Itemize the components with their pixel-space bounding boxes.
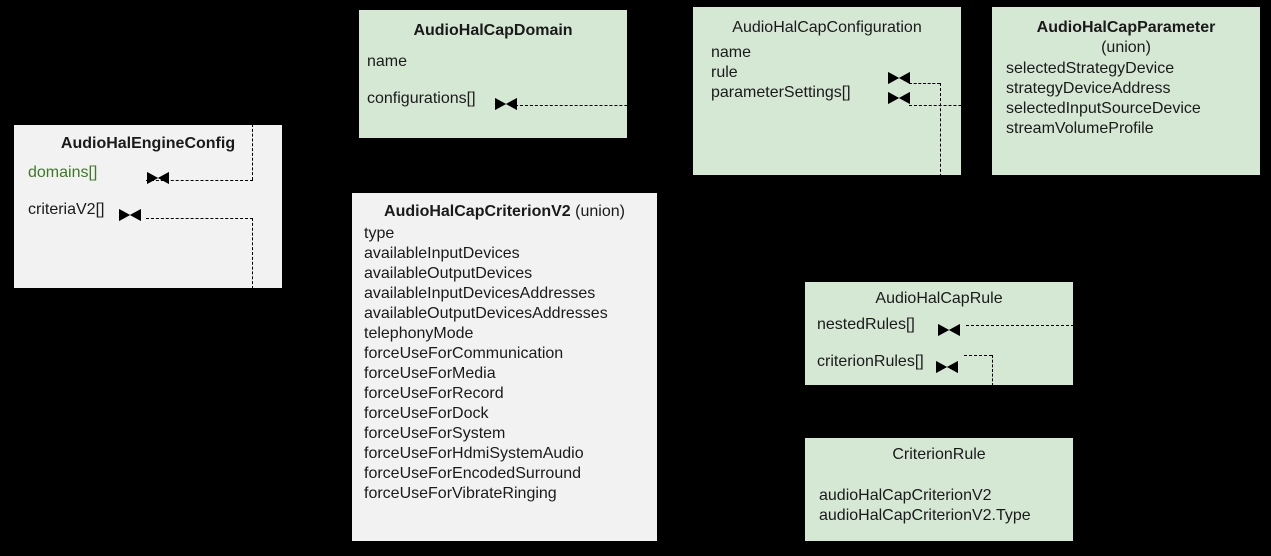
field-label-domains: domains[] <box>28 164 98 181</box>
field-telephonymode: telephonyMode <box>364 325 474 342</box>
field-label-parametersettings: parameterSettings[] <box>711 84 851 101</box>
edge-domains-horizontal <box>146 180 253 181</box>
class-box-audiohalengineconfig[interactable]: AudioHalEngineConfig domains[] criteriaV… <box>13 124 283 289</box>
field-forceuseforhdmisystemaudio: forceUseForHdmiSystemAudio <box>364 445 584 462</box>
class-title-audiohalcapconfiguration: AudioHalCapConfiguration <box>732 19 922 36</box>
edge-domains-vertical <box>252 124 253 180</box>
field-forceuseforrecord: forceUseForRecord <box>364 385 504 402</box>
field-forceusefordock: forceUseForDock <box>364 405 489 422</box>
field-streamvolumeprofile: streamVolumeProfile <box>1006 120 1154 137</box>
criterionrule-spacer <box>805 465 1073 482</box>
field-forceuseforencodedsurround: forceUseForEncodedSurround <box>364 465 582 482</box>
field-label-nestedrules: nestedRules[] <box>817 316 915 333</box>
class-title-suffix-audiohalcapcriterionv2: (union) <box>575 203 625 220</box>
class-subtitle-audiohalcapparameter: (union) <box>1101 39 1151 56</box>
field-name-configuration: name <box>711 43 961 63</box>
field-label-name-domain: name <box>367 53 408 70</box>
field-forceuseforcommunication: forceUseForCommunication <box>364 345 564 362</box>
class-title-audiohalcaprule: AudioHalCapRule <box>875 290 1003 307</box>
field-label-criteriav2: criteriaV2[] <box>28 201 105 218</box>
field-forceuseforsystem: forceUseForSystem <box>364 425 506 442</box>
field-parametersettings: parameterSettings[] <box>711 83 961 104</box>
field-label-configurations: configurations[] <box>367 90 476 107</box>
field-label-criterionrules: criterionRules[] <box>817 353 924 370</box>
field-forceuseforvibrateringing: forceUseForVibrateRinging <box>364 485 557 502</box>
class-box-audiohalcapconfiguration[interactable]: AudioHalCapConfiguration name rule param… <box>692 6 962 176</box>
edge-nestedrules-horizontal <box>966 325 1074 326</box>
field-selectedstrategydevice: selectedStrategyDevice <box>1006 60 1175 77</box>
edge-configurations-horizontal <box>510 105 692 106</box>
class-title-text-audiohalcapcriterionv2: AudioHalCapCriterionV2 <box>384 203 571 220</box>
field-strategydeviceaddress: strategyDeviceAddress <box>1006 80 1171 97</box>
edge-parametersettings-horizontal <box>909 105 991 106</box>
field-criterionrules: criterionRules[] <box>817 352 1073 373</box>
class-box-criterionrule[interactable]: CriterionRule audioHalCapCriterionV2 aud… <box>804 437 1074 542</box>
field-criteriav2: criteriaV2[] <box>28 200 282 221</box>
composition-diamond-criterionrules <box>936 361 958 373</box>
composition-diamond-nestedrules <box>938 324 960 336</box>
field-audiohalcapcriterionv2-type: audioHalCapCriterionV2.Type <box>819 507 1031 524</box>
class-box-audiohalcapparameter[interactable]: AudioHalCapParameter (union) selectedStr… <box>991 6 1261 176</box>
composition-diamond-criteriav2 <box>119 209 141 221</box>
field-selectedinputsourcedevice: selectedInputSourceDevice <box>1006 100 1201 117</box>
field-label-rule: rule <box>711 64 738 81</box>
edge-criteriav2-vertical <box>252 218 253 289</box>
class-box-audiohalcapcriterionv2[interactable]: AudioHalCapCriterionV2 (union) type avai… <box>351 192 658 542</box>
edge-criterionrules-vertical <box>992 355 993 386</box>
field-forceuseformedia: forceUseForMedia <box>364 365 496 382</box>
composition-diamond-rule <box>888 72 910 84</box>
field-availableoutputdevices: availableOutputDevices <box>364 265 533 282</box>
field-availableoutputdevicesaddresses: availableOutputDevicesAddresses <box>364 305 608 322</box>
field-availableinputdevicesaddresses: availableInputDevicesAddresses <box>364 285 596 302</box>
edge-criterionrules-horizontal <box>964 355 992 356</box>
field-audiohalcapcriterionv2: audioHalCapCriterionV2 <box>819 487 992 504</box>
field-nestedrules: nestedRules[] <box>817 315 1073 336</box>
edge-criteriav2-horizontal <box>146 218 253 219</box>
field-domains: domains[] <box>28 163 282 184</box>
field-configurations: configurations[] <box>367 89 627 110</box>
edge-rule-horizontal <box>909 83 940 84</box>
class-title-audiohalcapcriterionv2: AudioHalCapCriterionV2 (union) <box>352 202 657 222</box>
class-title-audiohalengineconfig: AudioHalEngineConfig <box>60 135 236 152</box>
field-name-domain: name <box>367 52 627 72</box>
field-type: type <box>364 225 395 242</box>
class-box-audiohalcaprule[interactable]: AudioHalCapRule nestedRules[] criterionR… <box>804 281 1074 386</box>
class-title-audiohalcapparameter: AudioHalCapParameter <box>1036 19 1216 36</box>
field-rule: rule <box>711 63 961 84</box>
field-availableinputdevices: availableInputDevices <box>364 245 520 262</box>
composition-diamond-parametersettings <box>888 92 910 104</box>
composition-diamond-domains <box>147 172 169 184</box>
class-title-criterionrule: CriterionRule <box>892 446 986 463</box>
edge-rule-vertical <box>940 83 941 293</box>
field-label-name-configuration: name <box>711 44 752 61</box>
composition-diamond-configurations <box>495 98 517 110</box>
class-box-audiohalcapdomain[interactable]: AudioHalCapDomain name configurations[] <box>358 9 628 139</box>
class-title-audiohalcapdomain: AudioHalCapDomain <box>413 22 573 39</box>
